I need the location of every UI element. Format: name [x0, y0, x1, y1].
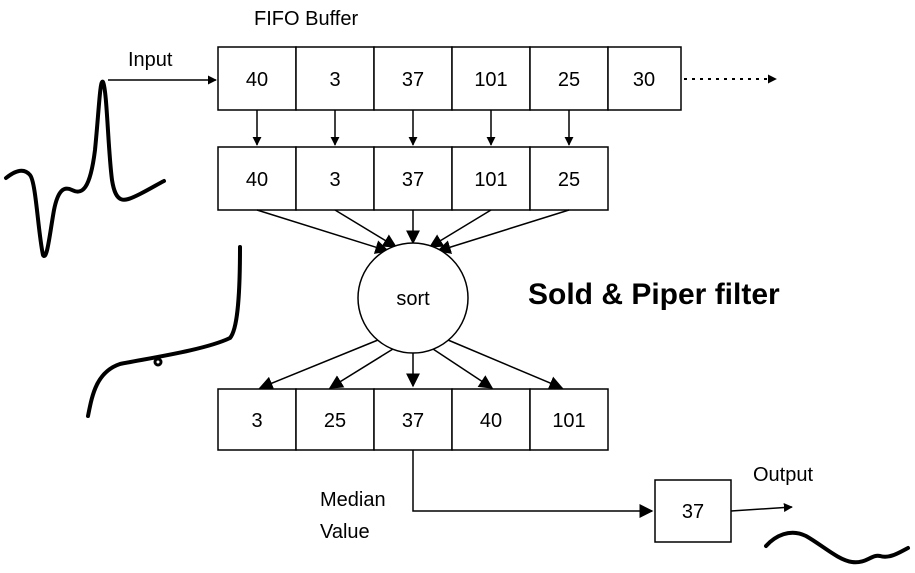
sorted-cell-value: 25: [324, 410, 346, 432]
window-cell: 37: [373, 146, 453, 211]
fifo-cell-value: 3: [329, 69, 340, 91]
to-sort-arrows: [256, 209, 570, 254]
window-cell-value: 37: [402, 169, 424, 191]
window-cell: 101: [451, 146, 531, 211]
output-value: 37: [682, 501, 704, 523]
window-row: 40 3 37 101 25: [217, 146, 609, 211]
sorted-cell-value: 3: [251, 410, 262, 432]
sorted-cell-value: 40: [480, 410, 502, 432]
sort-label: sort: [396, 288, 430, 310]
sorted-cell: 37: [373, 388, 453, 451]
fifo-cell: 25: [529, 46, 609, 111]
fifo-cell-value: 40: [246, 69, 268, 91]
output-box: 37: [654, 479, 732, 543]
input-label: Input: [128, 49, 173, 71]
sorted-cell: 101: [529, 388, 609, 451]
diagram-title: Sold & Piper filter: [528, 278, 780, 311]
median-label-line1: Median: [320, 489, 386, 511]
fifo-buffer-row: 40 3 37 101 25 30: [217, 46, 682, 111]
fifo-cell-value: 30: [633, 69, 655, 91]
window-cell-value: 25: [558, 169, 580, 191]
sorted-row: 3 25 37 40 101: [217, 388, 609, 451]
median-path-arrow: [412, 450, 654, 518]
sorted-cell: 25: [295, 388, 375, 451]
fifo-cell: 101: [451, 46, 531, 111]
fifo-cell-value: 37: [402, 69, 424, 91]
window-cell-value: 3: [329, 169, 340, 191]
median-label-line2: Value: [320, 521, 370, 543]
copy-arrows: [252, 110, 574, 146]
fifo-buffer-label: FIFO Buffer: [254, 8, 358, 30]
output-label: Output: [753, 464, 813, 486]
window-cell: 3: [295, 146, 375, 211]
waveform-marker: [153, 357, 163, 367]
window-cell: 40: [217, 146, 297, 211]
sorted-cell: 40: [451, 388, 531, 451]
sorted-cell: 3: [217, 388, 297, 451]
sorted-cell-value: 37: [402, 410, 424, 432]
input-waveform-sketch: [4, 79, 166, 258]
fifo-cell: 37: [373, 46, 453, 111]
sort-node: sort: [357, 242, 469, 354]
window-cell: 25: [529, 146, 609, 211]
output-arrow: [730, 503, 793, 513]
fifo-cell-value: 25: [558, 69, 580, 91]
fifo-cell: 30: [607, 46, 682, 111]
window-cell-value: 40: [246, 169, 268, 191]
output-waveform-sketch: [764, 530, 910, 565]
window-cell-value: 101: [474, 169, 507, 191]
from-sort-arrows: [258, 339, 564, 390]
fifo-cell: 3: [295, 46, 375, 111]
fifo-cell-value: 101: [474, 69, 507, 91]
fifo-cell: 40: [217, 46, 297, 111]
sorted-waveform-sketch: [86, 245, 242, 418]
sorted-cell-value: 101: [552, 410, 585, 432]
